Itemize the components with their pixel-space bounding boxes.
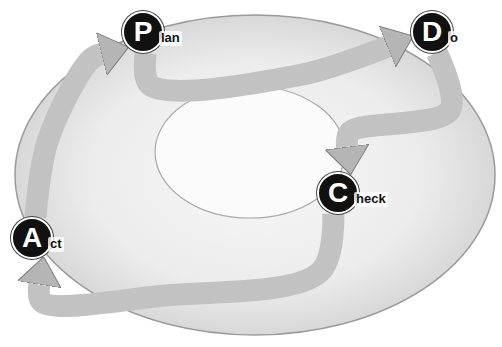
cycle-arrow — [145, 47, 388, 91]
phase-initial: A — [22, 224, 42, 252]
phase-circle: Do — [411, 11, 453, 53]
outer-ellipse — [15, 15, 495, 335]
cycle-arrow — [347, 52, 452, 146]
inner-ellipse — [155, 86, 345, 218]
phase-label: heck — [354, 192, 388, 206]
phase-circle: Check — [317, 172, 359, 214]
phase-label: o — [448, 31, 460, 45]
cycle-arrow — [39, 213, 334, 306]
phase-initial: P — [134, 18, 153, 46]
phase-initial: C — [328, 179, 348, 207]
phase-label: ct — [48, 237, 64, 251]
phase-initial: D — [422, 18, 442, 46]
phase-circle: Plan — [122, 11, 164, 53]
phase-label: lan — [159, 31, 182, 45]
cycle-arrow — [35, 54, 101, 217]
phase-circle: Act — [11, 217, 53, 259]
